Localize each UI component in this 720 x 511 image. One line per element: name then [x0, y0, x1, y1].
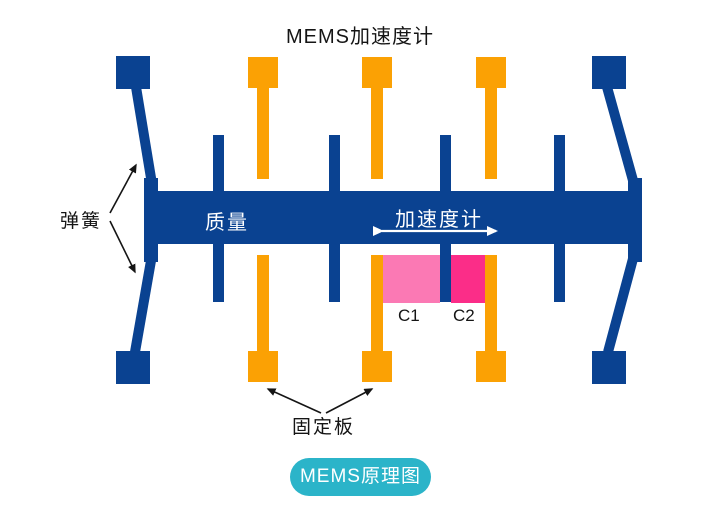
finger-up-3 [440, 135, 451, 193]
spring-bottom-left [130, 254, 157, 353]
finger-up-4 [554, 135, 565, 193]
spring-bottom-right [603, 253, 639, 354]
fixed-plate-stem-top-2 [371, 87, 383, 179]
fixed-plate-pointer-arrow-right-icon [325, 388, 374, 414]
fixed-plate-pointer-arrow-left-icon [266, 388, 322, 414]
finger-down-1 [213, 244, 224, 302]
fixed-plate-stem-top-1 [257, 87, 269, 179]
finger-up-1 [213, 135, 224, 193]
spring-top-right [602, 85, 639, 186]
fixed-plate-stem-bottom-2 [371, 255, 383, 352]
anchor-top-left [116, 56, 150, 89]
anchor-bottom-right [592, 351, 626, 384]
accelerometer-label: 加速度计 [395, 209, 483, 231]
capacitor-gap-c2 [451, 255, 485, 303]
finger-down-3 [440, 244, 451, 302]
fixed-plate-anchor-bottom-1 [248, 351, 278, 382]
spring-pointer-arrow-up-icon [109, 163, 137, 214]
anchor-top-right [592, 56, 626, 89]
beam-end-cap-left [144, 178, 158, 262]
fixed-plate-anchor-top-1 [248, 57, 278, 88]
finger-up-2 [329, 135, 340, 193]
fixed-plate-anchor-bottom-2 [362, 351, 392, 382]
spring-label: 弹簧 [60, 211, 103, 232]
diagram-title: MEMS加速度计 [286, 26, 434, 48]
capacitor-c1-label: C1 [398, 306, 420, 325]
mass-label: 质量 [205, 212, 249, 234]
spring-top-left [131, 86, 157, 185]
fixed-plate-stem-bottom-1 [257, 255, 269, 352]
finger-down-4 [554, 244, 565, 302]
fixed-plate-label: 固定板 [292, 417, 356, 438]
fixed-plate-stem-top-3 [485, 87, 497, 179]
finger-down-2 [329, 244, 340, 302]
spring-pointer-arrow-down-icon [109, 220, 136, 274]
fixed-plate-anchor-top-2 [362, 57, 392, 88]
fixed-plate-anchor-top-3 [476, 57, 506, 88]
anchor-bottom-left [116, 351, 150, 384]
fixed-plate-stem-bottom-3 [485, 255, 497, 352]
capacitor-gap-c1 [383, 255, 440, 303]
mems-schematic-button[interactable]: MEMS原理图 [290, 458, 431, 496]
fixed-plate-anchor-bottom-3 [476, 351, 506, 382]
capacitor-c2-label: C2 [453, 306, 475, 325]
